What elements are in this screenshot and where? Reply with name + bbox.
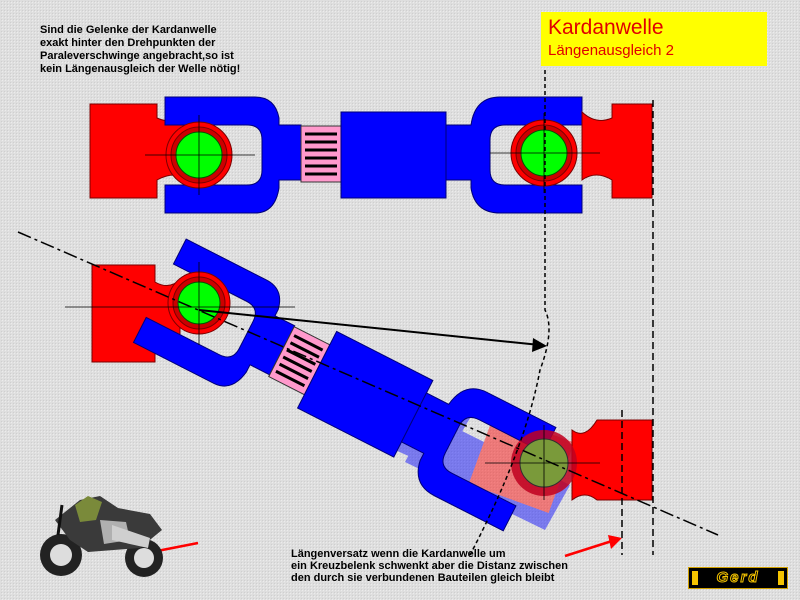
left-blue-fork [164, 96, 302, 214]
intro-line-3: Paraleverschwinge angebracht,so ist [40, 50, 234, 62]
right-blue-fork [445, 96, 583, 214]
straight-shaft [89, 96, 653, 214]
spline-teeth [305, 132, 337, 176]
reference-lines [17, 70, 719, 556]
shaft-tube [340, 111, 447, 199]
swing-arc [469, 70, 550, 556]
logo-bar-right [778, 571, 784, 585]
intro-line-1: Sind die Gelenke der Kardanwelle [40, 24, 217, 36]
caption-line-2: ein Kreuzbelenk schwenkt aber die Distan… [291, 560, 568, 572]
logo-text: Gerd [716, 569, 760, 587]
intro-text: Sind die Gelenke der Kardanwelle exakt h… [40, 24, 280, 76]
offset-arrow-head [532, 338, 547, 352]
angled-shaft [65, 238, 653, 532]
lower-right-red-yoke [571, 419, 653, 502]
lower-right-blue-fork [400, 388, 557, 532]
intro-line-2: exakt hinter den Drehpunkten der [40, 37, 216, 49]
gerd-logo: Gerd [688, 567, 788, 589]
lower-left-blue-fork [132, 238, 296, 387]
right-red-yoke [581, 103, 653, 199]
page-title: Kardanwelle [548, 16, 664, 39]
logo-bar-left [692, 571, 698, 585]
title-box: Kardanwelle Längenausgleich 2 [541, 12, 767, 66]
motorcycle-icon [40, 496, 163, 577]
page-subtitle: Längenausgleich 2 [548, 42, 674, 59]
caption-line-1: Längenversatz wenn die Kardanwelle um [291, 548, 506, 560]
shaft-axis-line [17, 231, 719, 536]
crosshair-lines [145, 113, 600, 195]
caption-text: Längenversatz wenn die Kardanwelle um ei… [291, 548, 591, 584]
intro-line-4: kein Längenausgleich der Welle nötig! [40, 63, 241, 75]
lower-crosshairs [65, 262, 600, 500]
caption-line-3: den durch sie verbundenen Bauteilen glei… [291, 572, 555, 584]
offset-arrow-line [198, 309, 541, 346]
lower-spline-teeth [275, 334, 324, 388]
